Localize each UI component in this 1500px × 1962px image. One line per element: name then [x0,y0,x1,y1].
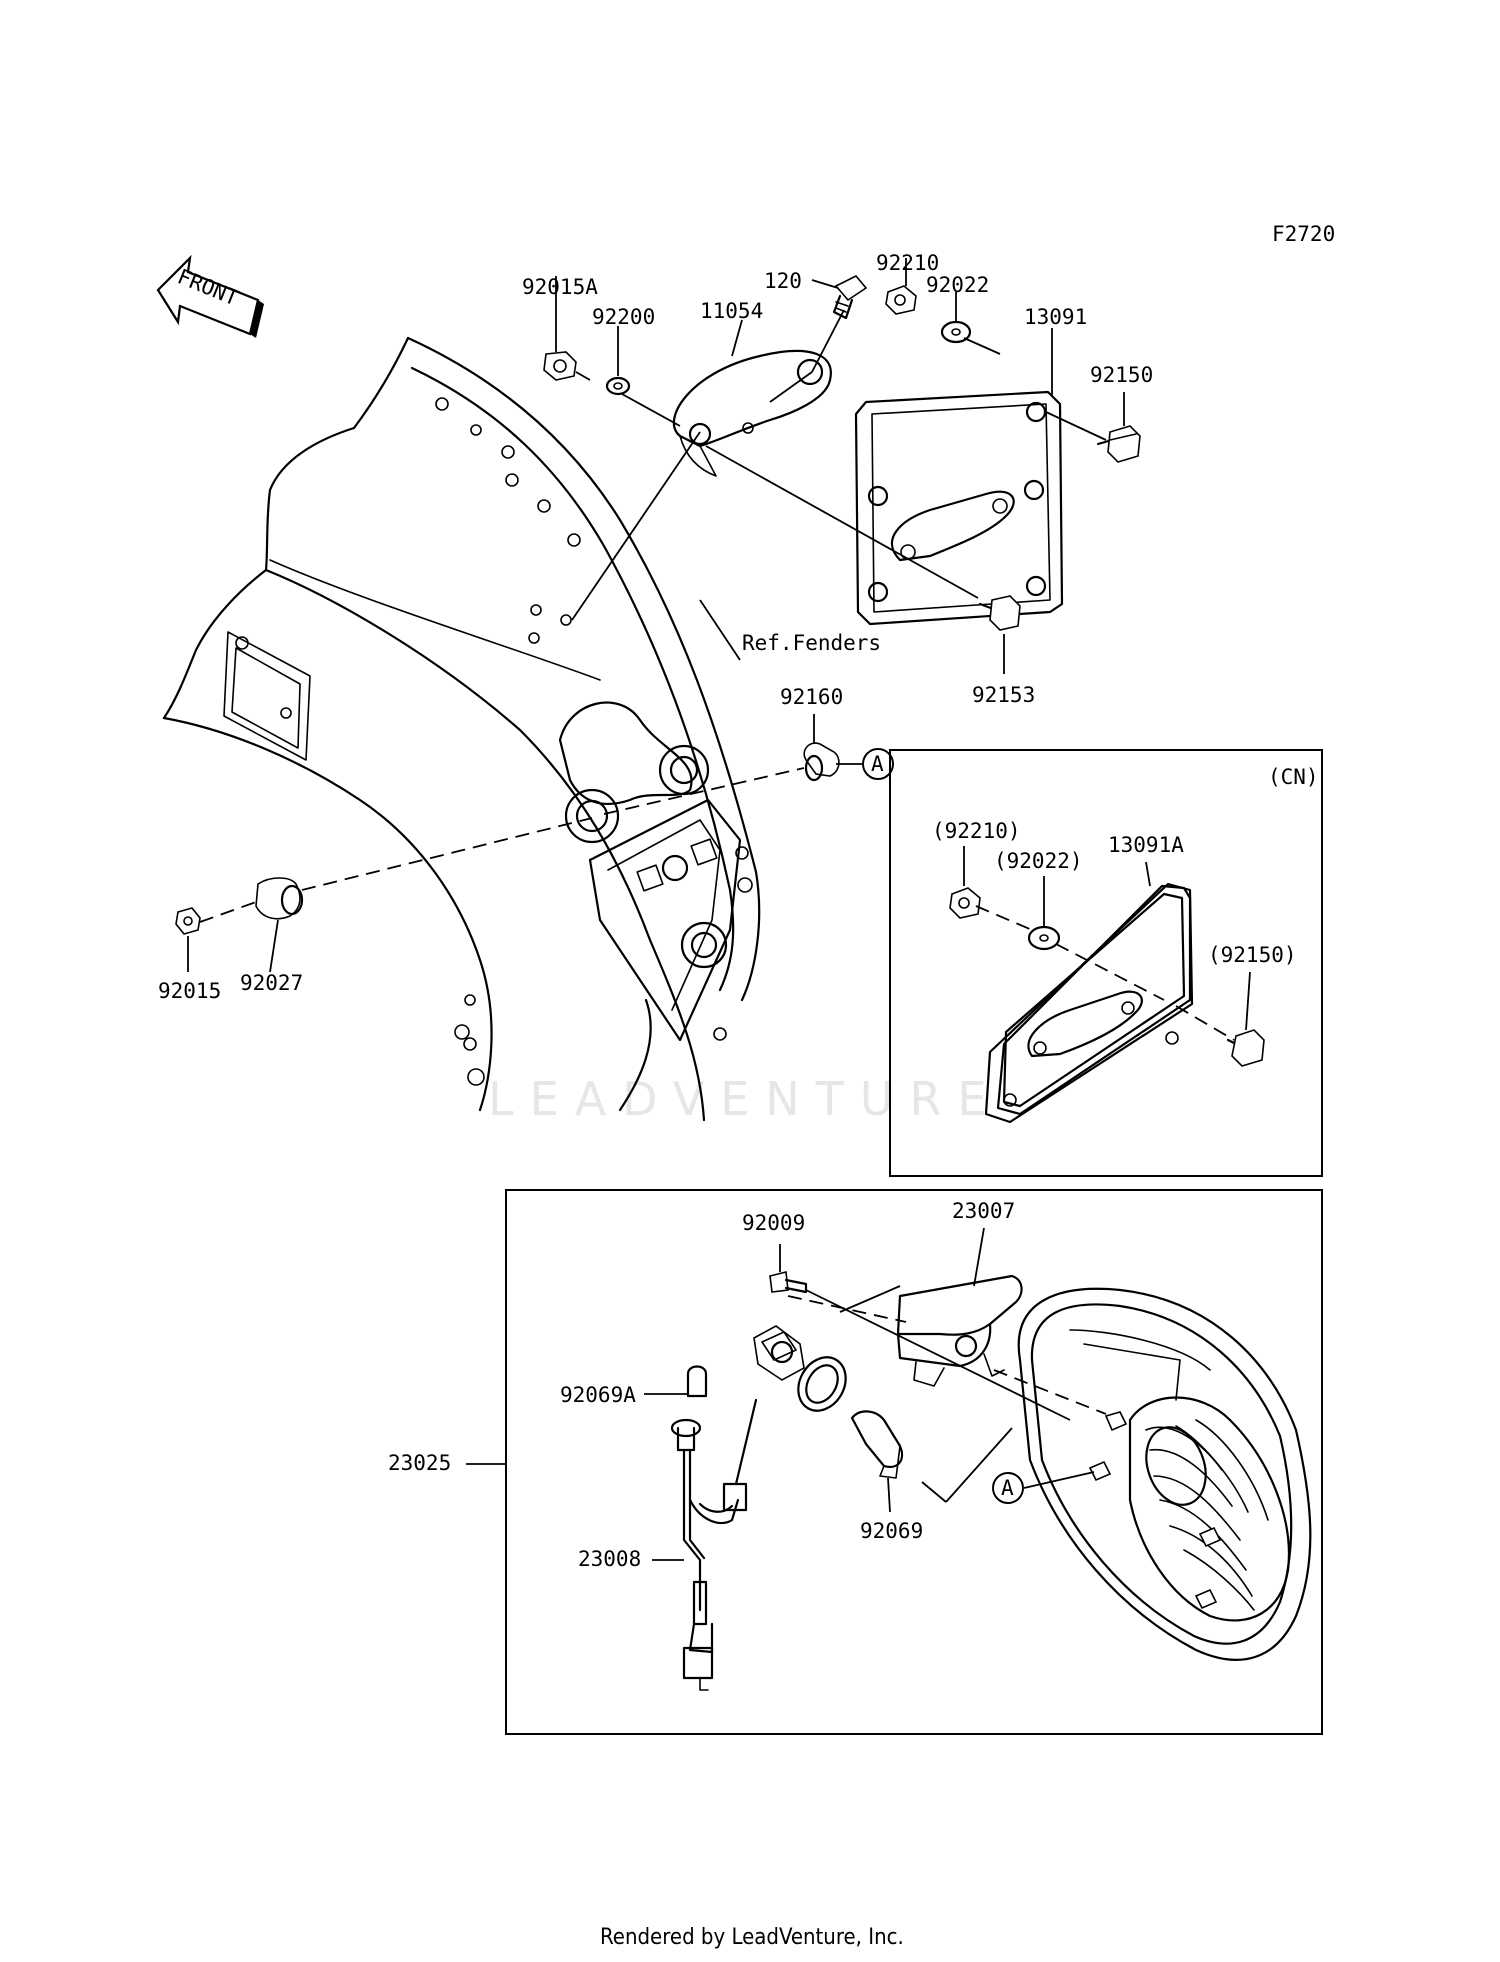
part-label-13091A: 13091A [1108,833,1184,857]
cn-assembly-lines [963,846,1251,1041]
callout-a-top-label: A [871,752,884,776]
rear-fender-drawing [162,336,761,1122]
part-label-92069A: 92069A [560,1383,636,1407]
bulb-92069-icon [850,1410,904,1479]
footer-credit: Rendered by LeadVenture, Inc. [600,1925,904,1950]
cn-variant-box [889,749,1323,1177]
screw-120-icon [832,275,868,320]
watermark: LEADVENTURE [488,1072,1003,1126]
cn-region-label: (CN) [1268,765,1319,789]
part-label-92009: 92009 [742,1211,805,1235]
washer-92200-icon [605,376,631,396]
license-light-cover-drawing [672,349,832,477]
license-bracket-13091A-drawing [984,882,1194,1124]
part-label-92027: 92027 [240,971,303,995]
part-label-13091: 13091 [1024,305,1087,329]
callout-a-bottom-label: A [1001,1476,1014,1500]
callout-a-bottom: A [992,1472,1024,1504]
diagram-code: F2720 [1272,222,1335,246]
grommet-92160-icon [803,742,840,782]
socket-icon [753,1325,805,1381]
collar-92027-icon [255,877,304,920]
bolt-92153-icon [978,595,1021,631]
part-label-23025: 23025 [388,1451,451,1475]
part-label-11054: 11054 [700,299,763,323]
license-plate-bracket-drawing [854,390,1064,626]
part-label-92210-cn: (92210) [932,819,1021,843]
gasket-icon [797,1356,847,1412]
part-label-92015A: 92015A [522,275,598,299]
part-label-92210: 92210 [876,251,939,275]
part-label-92022-cn: (92022) [994,849,1083,873]
part-label-120: 120 [764,269,802,293]
assembly-lines [187,258,1125,973]
part-label-23008: 23008 [578,1547,641,1571]
part-label-92069: 92069 [860,1519,923,1543]
tail-light-lens-drawing [1017,1287,1312,1661]
tail-light-lines [466,1227,1107,1561]
part-label-92200: 92200 [592,305,655,329]
wire-harness-23008-drawing [670,1398,758,1691]
part-label-92150-cn: (92150) [1208,943,1297,967]
part-label-92160: 92160 [780,685,843,709]
part-label-92153: 92153 [972,683,1035,707]
part-label-92150: 92150 [1090,363,1153,387]
nut-92210-cn-icon [949,887,981,919]
callout-a-top: A [862,748,894,780]
license-light-lens-23007-drawing [896,1274,1023,1387]
bulb-92069A-icon [686,1365,708,1398]
bolt-92150-icon [1096,425,1141,463]
nut-92210-icon [885,285,917,315]
part-label-92015: 92015 [158,979,221,1003]
bolt-92150-cn-icon [1226,1029,1265,1067]
flange-nut-92015A-icon [543,351,577,381]
part-label-92022: 92022 [926,273,989,297]
nut-92015-icon [175,907,201,935]
screw-92009-icon [769,1271,808,1294]
ref-fenders-note: Ref.Fenders [742,631,881,655]
washer-92022-cn-icon [1027,925,1061,951]
tail-light-box [505,1189,1323,1735]
part-label-23007: 23007 [952,1199,1015,1223]
front-arrow-icon: FRONT [156,254,264,338]
